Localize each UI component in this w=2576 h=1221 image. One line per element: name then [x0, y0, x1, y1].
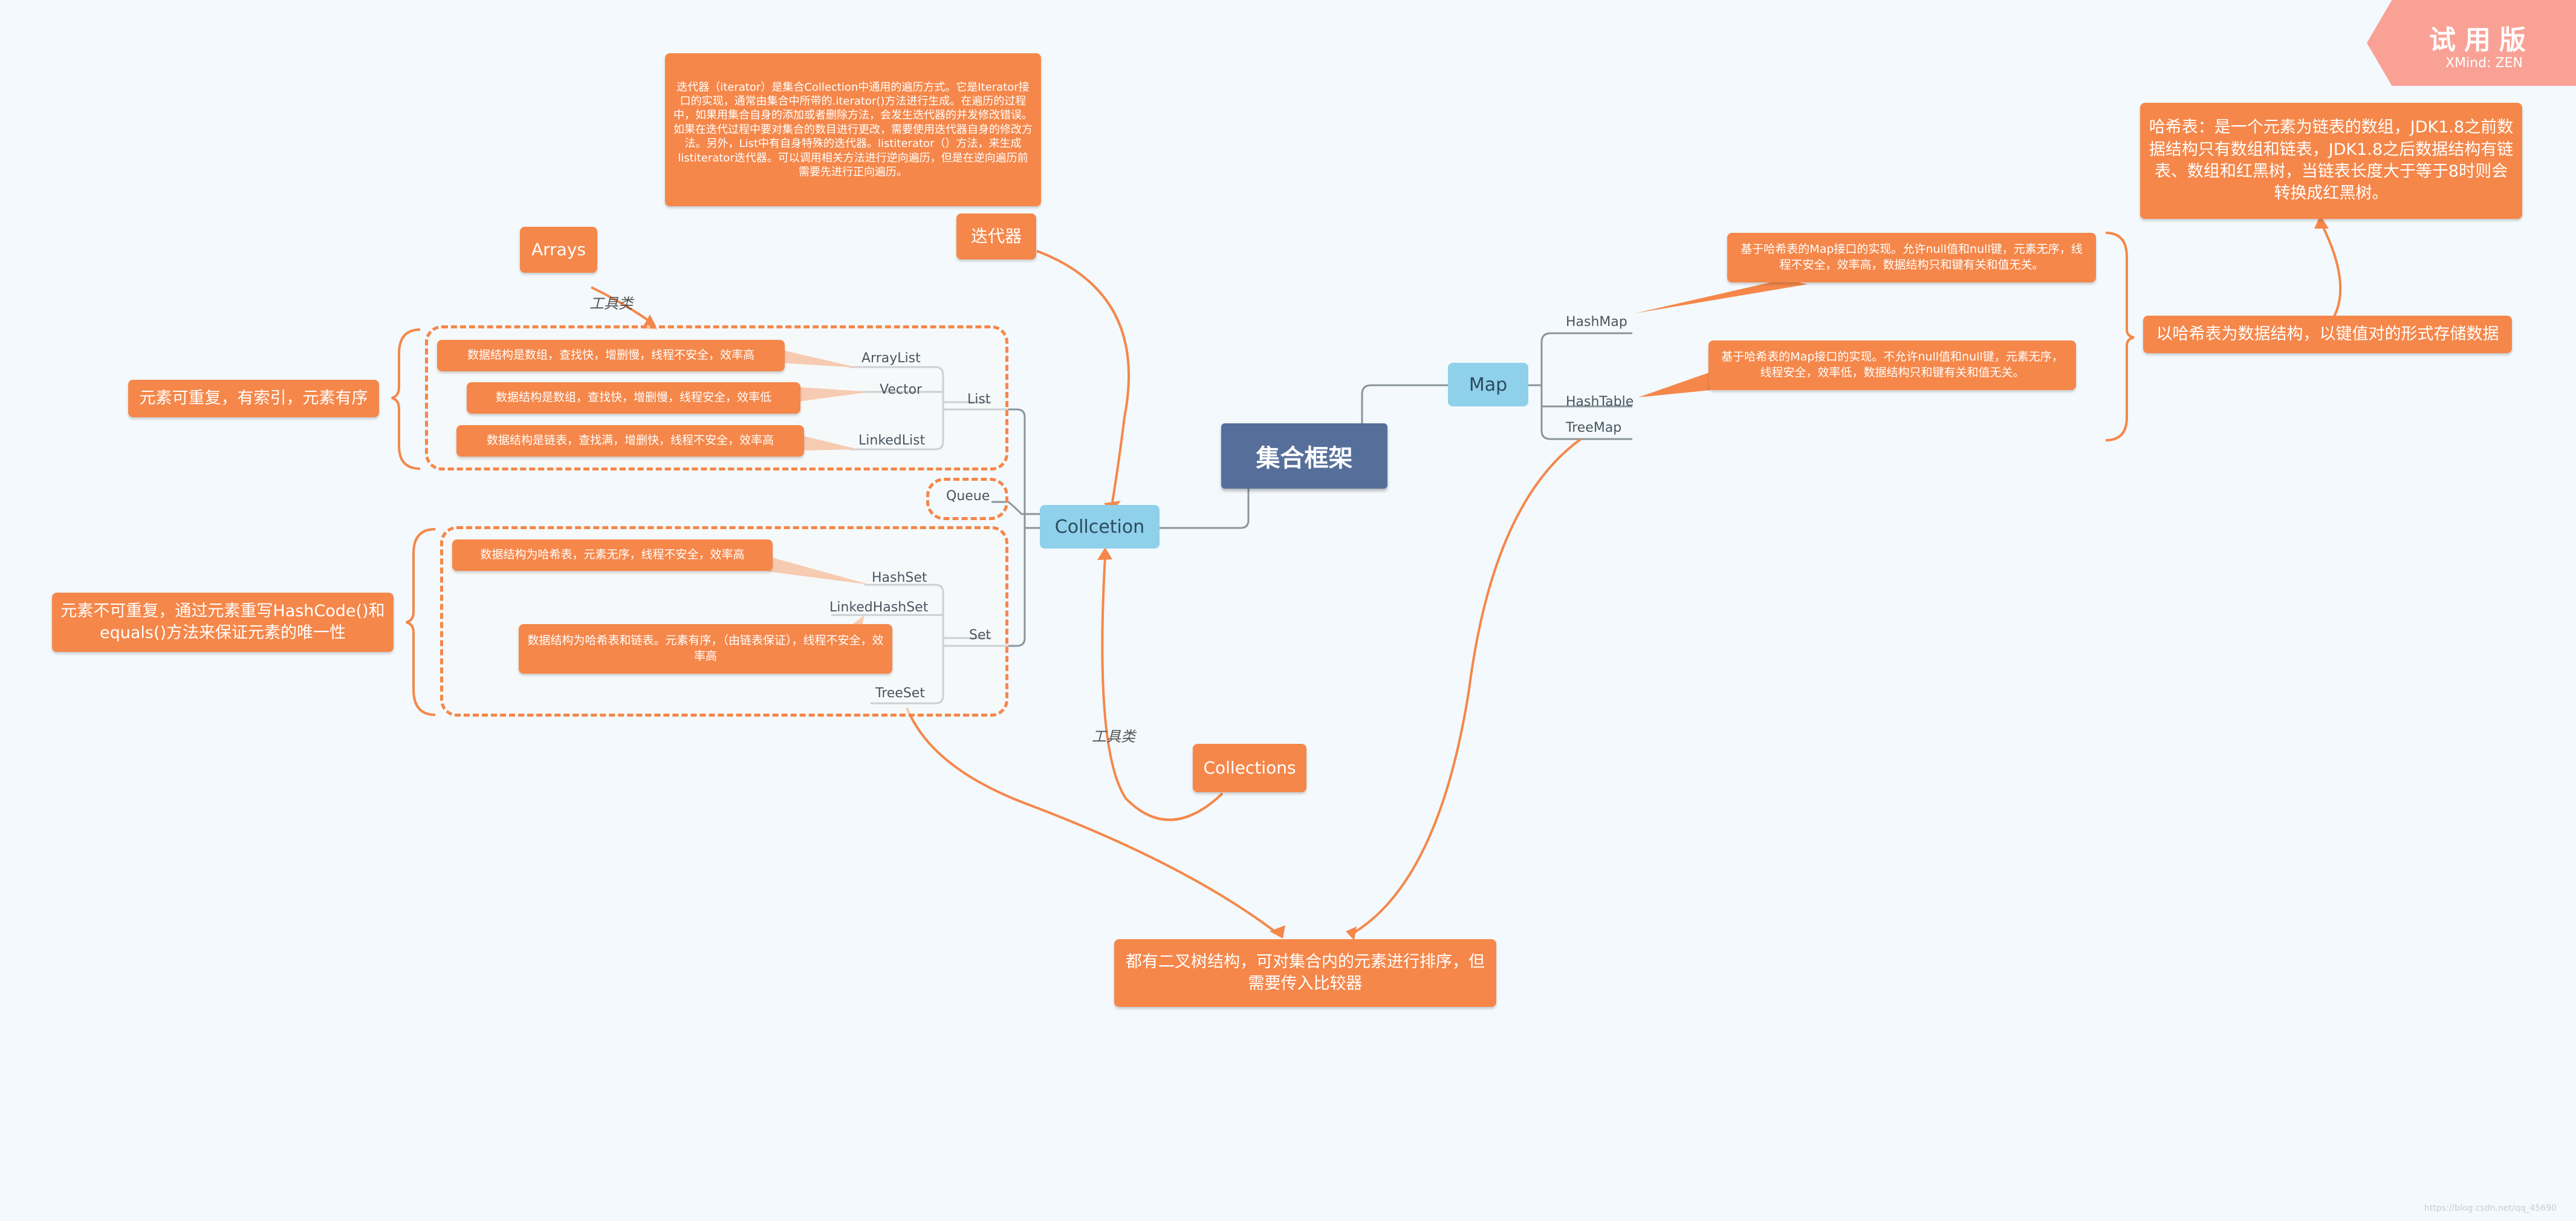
vector-description: 数据结构是数组，查找快，增删慢，线程安全，效率低 — [467, 382, 800, 414]
arrow-collections-collection — [1101, 556, 1224, 821]
queue-label: Queue — [946, 489, 990, 504]
trial-subtitle: XMind: ZEN — [2445, 56, 2523, 71]
arraylist-description: 数据结构是数组，查找快，增删慢，线程不安全，效率高 — [437, 340, 785, 371]
hashmap-description: 基于哈希表的Map接口的实现。允许null值和null键，元素无序，线程不安全，… — [1727, 233, 2096, 282]
trial-banner — [2367, 0, 2576, 86]
brace-set — [406, 528, 436, 716]
queue-node[interactable] — [926, 478, 1008, 520]
trial-title: 试用版 — [2429, 25, 2534, 56]
collections-node[interactable]: Collections — [1193, 744, 1306, 792]
linkedlist-description: 数据结构是链表，查找满，增删快，线程不安全，效率高 — [456, 425, 804, 457]
list-label[interactable]: List — [967, 392, 991, 407]
arrowhead-treemap-summary — [1346, 926, 1357, 940]
map-summary: 以哈希表为数据结构，以键值对的形式存储数据 — [2143, 316, 2512, 353]
set-label[interactable]: Set — [969, 628, 991, 643]
collection-node[interactable]: Collcetion — [1040, 505, 1160, 549]
linkedhashset-label[interactable]: LinkedHashSet — [829, 600, 929, 615]
tree-summary: 都有二叉树结构，可对集合内的元素进行排序，但需要传入比较器 — [1114, 939, 1496, 1007]
map-node[interactable]: Map — [1448, 363, 1528, 406]
hashmap-label[interactable]: HashMap — [1566, 314, 1627, 330]
arrow-treeset-summary — [906, 707, 1280, 936]
arraylist-label[interactable]: ArrayList — [861, 351, 921, 366]
treemap-label[interactable]: TreeMap — [1566, 420, 1622, 435]
line-map-hashmap — [1528, 332, 1632, 386]
hashtable-note: 哈希表：是一个元素为链表的数组，JDK1.8之前数据结构只有数组和链表，JDK1… — [2140, 103, 2522, 219]
root-node[interactable]: 集合框架 — [1221, 423, 1387, 489]
brace-list — [391, 328, 421, 470]
arrow-arrays-list — [591, 286, 654, 325]
set-summary: 元素不可重复，通过元素重写HashCode()和equals()方法来保证元素的… — [52, 593, 394, 652]
iterator-node[interactable]: 迭代器 — [956, 213, 1036, 259]
linkedlist-label[interactable]: LinkedList — [858, 433, 926, 448]
vector-label[interactable]: Vector — [880, 382, 923, 397]
brace-map — [2105, 232, 2135, 441]
hashtable-description: 基于哈希表的Map接口的实现。不允许null值和null键，元素无序，线程安全，… — [1708, 340, 2076, 390]
line-root-map — [1361, 384, 1448, 423]
arrow-iterator-collection — [1036, 250, 1130, 503]
line-root-collection — [1160, 484, 1250, 529]
arrow-map-summary-note — [2320, 223, 2342, 318]
hashset-description: 数据结构为哈希表，元素无序，线程不安全，效率高 — [452, 539, 773, 571]
arrowhead-note — [2314, 215, 2329, 229]
callout-tail-hashtable — [1638, 372, 1711, 397]
arrays-node[interactable]: Arrays — [520, 227, 597, 273]
line-collection-queue — [991, 501, 1040, 515]
tool-label-collections: 工具类 — [1092, 728, 1135, 745]
hashset-label[interactable]: HashSet — [872, 570, 927, 585]
watermark: https://blog.csdn.net/qq_45690 — [2424, 1203, 2557, 1213]
treeset-label[interactable]: TreeSet — [875, 686, 925, 701]
arrowhead-collections — [1097, 547, 1112, 560]
hashtable-label[interactable]: HashTable — [1566, 394, 1634, 409]
callout-tail-hashmap — [1635, 279, 1808, 313]
list-summary: 元素可重复，有索引，元素有序 — [128, 380, 379, 417]
iterator-description: 迭代器（iterator）是集合Collection中通用的遍历方式。它是Ite… — [665, 53, 1041, 206]
linkedhashset-description: 数据结构为哈希表和链表。元素有序，（由链表保证），线程不安全，效率高 — [519, 624, 892, 674]
line-map-treemap — [1528, 384, 1632, 440]
tool-label-arrays: 工具类 — [589, 295, 633, 312]
arrowhead-treeset-summary — [1270, 925, 1285, 939]
arrow-treemap-summary — [1350, 438, 1582, 936]
